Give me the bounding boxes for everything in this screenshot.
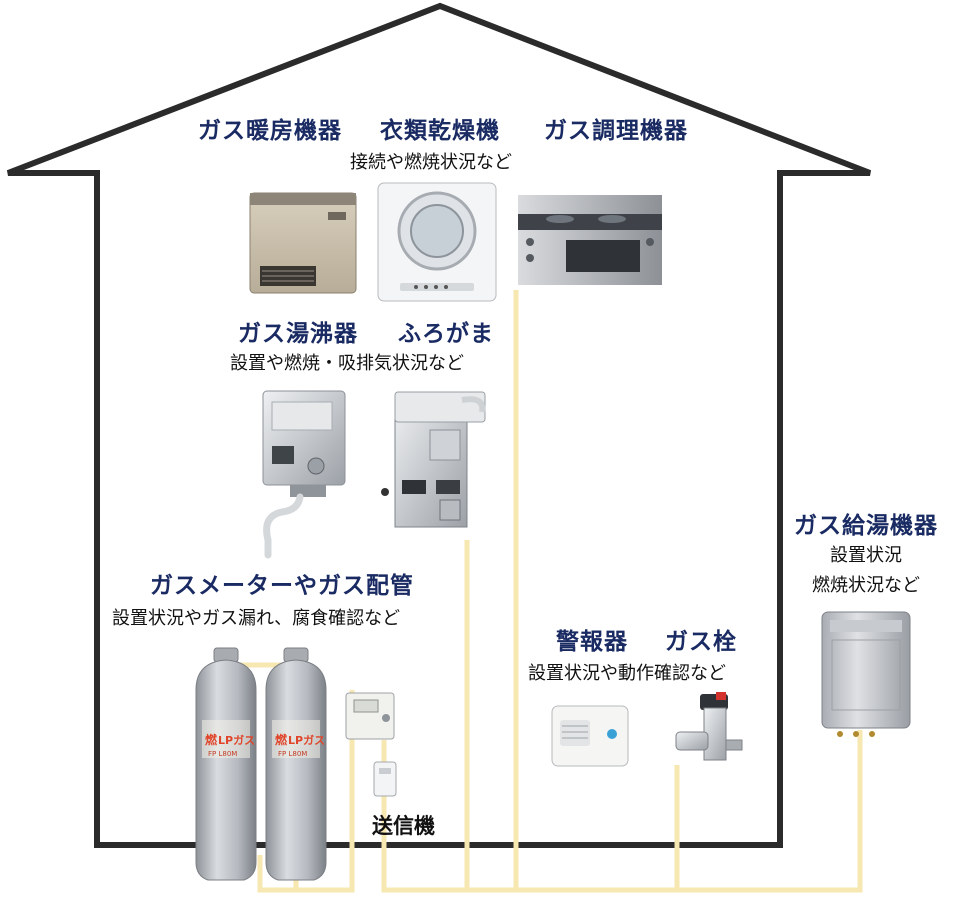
label-transmitter: 送信機 (372, 814, 435, 838)
note-installation-status: 設置状況 (830, 545, 902, 566)
note-installation-ventilation: 設置や燃焼・吸排気状況など (230, 353, 464, 374)
note-leak-corrosion: 設置状況やガス漏れ、腐食確認など (112, 608, 401, 629)
note-operation-check: 設置状況や動作確認など (528, 663, 726, 684)
label-gas-water-heater: ガス給湯機器 (794, 513, 938, 539)
gas-alarm-image (551, 705, 629, 767)
label-gas-cock: ガス栓 (665, 629, 737, 655)
clothes-dryer-image (377, 182, 497, 302)
lp-gas-cylinder-right: 燃 LPガス FP L80M (265, 647, 327, 881)
label-gas-meter-piping: ガスメーターやガス配管 (150, 573, 414, 599)
note-connection-combustion: 接続や燃焼状況など (350, 152, 512, 173)
lp-gas-cylinder-left: 燃 LPガス FP L80M (195, 647, 257, 881)
transmitter-image (373, 761, 397, 797)
label-gas-cooking: ガス調理機器 (544, 118, 688, 144)
label-gas-kettle-heater: ガス湯沸器 (238, 321, 358, 347)
label-gas-heater: ガス暖房機器 (198, 118, 342, 144)
gas-heater-image (249, 192, 357, 294)
cylinder-brand-label: LPガス (218, 733, 255, 747)
gas-pipes (226, 290, 863, 893)
house-outline (6, 2, 872, 848)
note-combustion-status: 燃焼状況など (812, 575, 920, 596)
gas-kettle-heater-image (262, 390, 346, 559)
cylinder-spec-label: FP L80M (208, 750, 237, 758)
label-bath-boiler: ふろがま (398, 321, 494, 347)
label-gas-alarm: 警報器 (556, 629, 628, 655)
gas-meter-image (345, 692, 395, 740)
cylinder-spec-label: FP L80M (278, 750, 307, 758)
cylinder-flame-mark: 燃 (275, 732, 288, 747)
cylinder-flame-mark: 燃 (205, 732, 218, 747)
gas-water-heater-image (821, 611, 911, 737)
bath-boiler-image (381, 391, 486, 528)
cylinder-brand-label: LPガス (288, 733, 325, 747)
gas-stove-image (518, 195, 662, 285)
label-clothes-dryer: 衣類乾燥機 (380, 118, 500, 144)
gas-cock-image (675, 692, 743, 761)
